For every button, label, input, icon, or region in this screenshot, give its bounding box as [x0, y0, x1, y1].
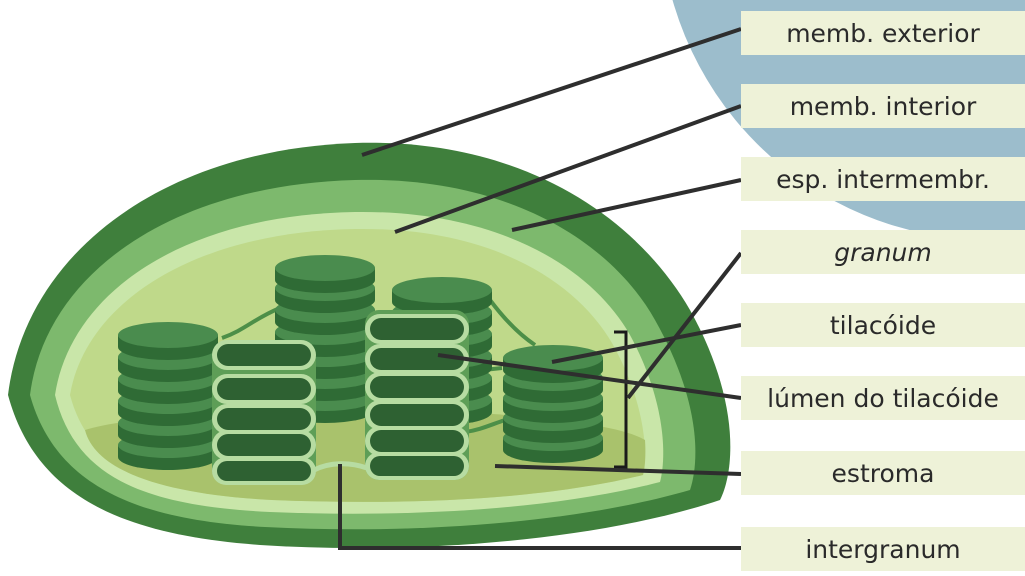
granum-cross-section-left	[212, 340, 316, 485]
label-granum: granum	[741, 230, 1025, 274]
granum-cross-section-middle	[365, 310, 469, 480]
label-thylakoid: tilacóide	[741, 303, 1025, 347]
granum-stack-left	[118, 322, 218, 470]
label-stroma: estroma	[741, 451, 1025, 495]
leader-outer-membrane	[362, 29, 741, 155]
label-intermembrane-space: esp. intermembr.	[741, 157, 1025, 201]
label-outer-membrane: memb. exterior	[741, 11, 1025, 55]
label-inner-membrane: memb. interior	[741, 84, 1025, 128]
label-intergranum: intergranum	[741, 527, 1025, 571]
label-thylakoid-lumen: lúmen do tilacóide	[741, 376, 1025, 420]
